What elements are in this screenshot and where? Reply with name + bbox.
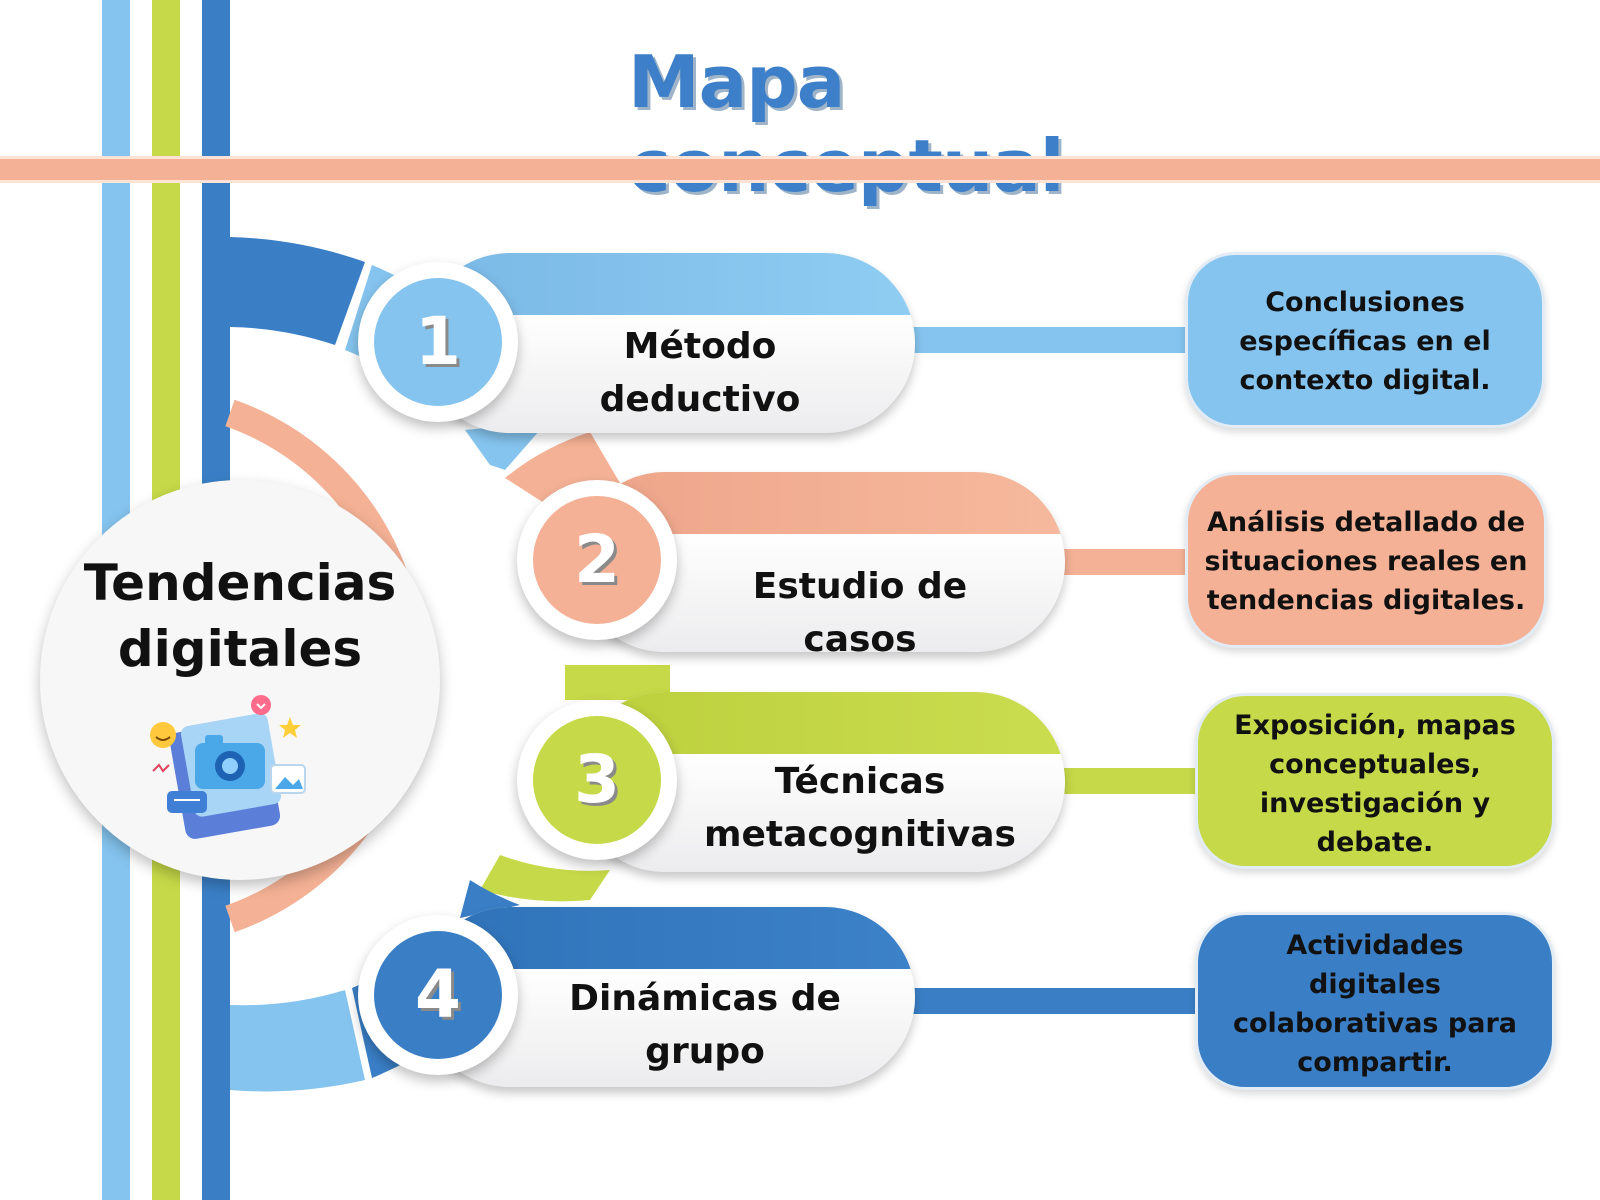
description-3: Exposición, mapas conceptuales, investig… xyxy=(1198,706,1552,862)
connector-3 xyxy=(1050,768,1195,794)
pill-4-label-line2: grupo xyxy=(645,1031,765,1072)
pill-2-label: Estudio de casos xyxy=(690,560,1030,666)
number-badge-2: 2 xyxy=(517,480,677,640)
center-node-label: Tendencias digitales xyxy=(40,550,440,682)
number-badge-4-fill: 4 xyxy=(374,931,502,1059)
number-badge-3-fill: 3 xyxy=(533,716,661,844)
description-box-3: Exposición, mapas conceptuales, investig… xyxy=(1195,693,1555,869)
description-1: Conclusiones específicas en el contexto … xyxy=(1188,283,1542,400)
description-box-1: Conclusiones específicas en el contexto … xyxy=(1185,252,1545,428)
description-1-line2: específicas en el xyxy=(1239,326,1491,357)
camera-social-icon xyxy=(150,695,306,839)
description-4: Actividades digitales colaborativas para… xyxy=(1198,926,1552,1082)
number-4: 4 xyxy=(415,956,461,1033)
description-4-line1: Actividades xyxy=(1286,930,1464,961)
arc-segment-green xyxy=(480,855,610,902)
pill-1-label-line2: deductivo xyxy=(599,379,801,420)
number-badge-1-fill: 1 xyxy=(374,278,502,406)
number-badge-1: 1 xyxy=(358,262,518,422)
concept-pill-4 xyxy=(420,907,915,1087)
description-box-2: Análisis detallado de situaciones reales… xyxy=(1185,472,1547,648)
description-box-4: Actividades digitales colaborativas para… xyxy=(1195,912,1555,1090)
connector-1 xyxy=(900,327,1185,353)
connector-2 xyxy=(1050,549,1185,575)
description-3-line2: conceptuales, xyxy=(1269,749,1481,780)
description-2-line2: situaciones reales en xyxy=(1204,546,1528,577)
pill-4-label-line1: Dinámicas de xyxy=(569,978,841,1019)
description-3-line1: Exposición, mapas xyxy=(1234,710,1516,741)
pill-2-label-line1: Estudio de casos xyxy=(752,566,968,660)
pill-1-label: Método deductivo xyxy=(540,320,860,426)
pill-3-label: Técnicas metacognitivas xyxy=(690,755,1030,861)
description-4-line4: compartir. xyxy=(1297,1047,1453,1078)
pill-4-label: Dinámicas de grupo xyxy=(545,972,865,1078)
number-badge-2-fill: 2 xyxy=(533,496,661,624)
pill-1-label-line1: Método xyxy=(623,326,777,367)
description-2: Análisis detallado de situaciones reales… xyxy=(1188,503,1544,620)
connector-4 xyxy=(900,988,1195,1014)
arc-segment-dark-blue-top xyxy=(230,237,365,345)
number-badge-3: 3 xyxy=(517,700,677,860)
center-label-line2: digitales xyxy=(117,620,363,678)
number-3: 3 xyxy=(574,741,620,818)
number-badge-4: 4 xyxy=(358,915,518,1075)
description-3-line3: investigación y xyxy=(1259,788,1491,819)
description-2-line3: tendencias digitales. xyxy=(1206,585,1526,616)
arc-segment-light-blue-bottom xyxy=(230,990,365,1092)
center-label-line1: Tendencias xyxy=(83,554,397,612)
description-1-line3: contexto digital. xyxy=(1239,365,1491,396)
number-1: 1 xyxy=(415,303,461,380)
description-4-line3: colaborativas para xyxy=(1233,1008,1517,1039)
pill-3-label-line2: metacognitivas xyxy=(704,814,1016,855)
number-2: 2 xyxy=(574,521,620,598)
description-1-line1: Conclusiones xyxy=(1265,287,1465,318)
description-4-line2: digitales xyxy=(1309,969,1441,1000)
pill-3-label-line1: Técnicas xyxy=(774,761,946,802)
header-divider-bar xyxy=(0,156,1600,183)
description-2-line1: Análisis detallado de xyxy=(1206,507,1526,538)
arc-segment-green-top xyxy=(565,665,670,700)
description-3-line4: debate. xyxy=(1316,827,1434,858)
arc-segment-light-blue-mid xyxy=(465,427,540,470)
